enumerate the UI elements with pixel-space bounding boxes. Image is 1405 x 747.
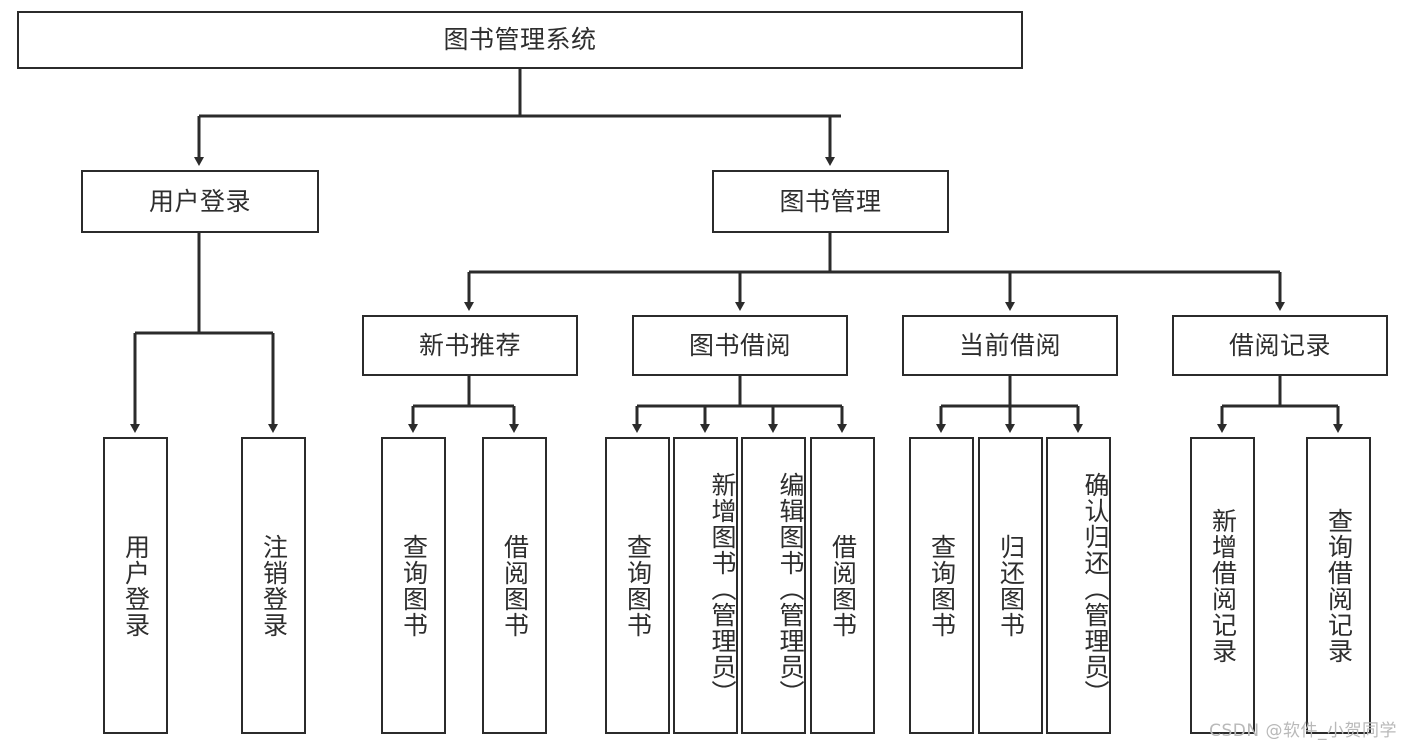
leaf-borrow-record-query-record[interactable]: 查询借阅记录	[1306, 437, 1371, 734]
csdn-watermark: CSDN @软件_小贺同学	[1209, 721, 1397, 741]
node-new-book-recommendation[interactable]: 新书推荐	[362, 315, 578, 376]
leaf-current-borrow-query-books[interactable]: 查询图书	[909, 437, 974, 734]
leaf-book-borrow-add-book-admin[interactable]: 新增图书（管理员）	[673, 437, 738, 734]
leaf-current-borrow-confirm-return-admin[interactable]: 确认归还（管理员）	[1046, 437, 1111, 734]
node-book-management[interactable]: 图书管理	[712, 170, 949, 233]
leaf-user-login-login[interactable]: 用户登录	[103, 437, 168, 734]
node-borrowing-record[interactable]: 借阅记录	[1172, 315, 1388, 376]
leaf-book-borrow-borrow-books[interactable]: 借阅图书	[810, 437, 875, 734]
leaf-new-book-borrow-books[interactable]: 借阅图书	[482, 437, 547, 734]
node-book-borrowing[interactable]: 图书借阅	[632, 315, 848, 376]
leaf-book-borrow-edit-book-admin[interactable]: 编辑图书（管理员）	[741, 437, 806, 734]
leaf-user-login-logout[interactable]: 注销登录	[241, 437, 306, 734]
node-user-login[interactable]: 用户登录	[81, 170, 319, 233]
node-current-borrowing[interactable]: 当前借阅	[902, 315, 1118, 376]
node-root-book-management-system[interactable]: 图书管理系统	[17, 11, 1023, 69]
leaf-current-borrow-return-books[interactable]: 归还图书	[978, 437, 1043, 734]
leaf-borrow-record-add-record[interactable]: 新增借阅记录	[1190, 437, 1255, 734]
leaf-new-book-query-books[interactable]: 查询图书	[381, 437, 446, 734]
leaf-book-borrow-query-books[interactable]: 查询图书	[605, 437, 670, 734]
